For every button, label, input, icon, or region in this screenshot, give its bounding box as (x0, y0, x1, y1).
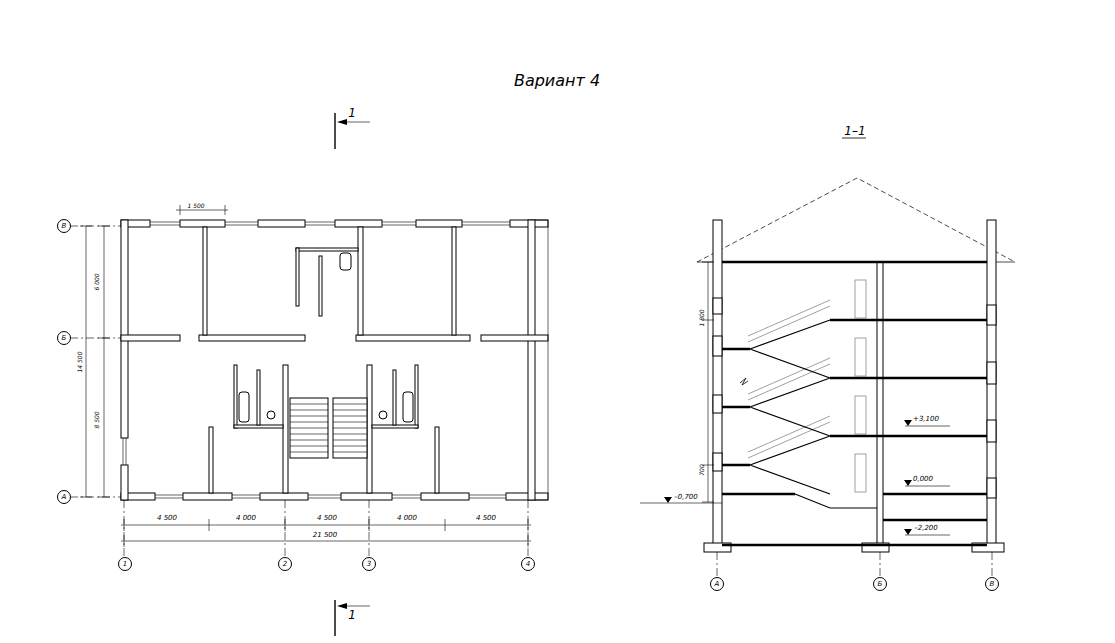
axis-letter: В (62, 223, 67, 230)
dimension: 1 800 (699, 309, 705, 326)
axis-letter: А (715, 581, 720, 588)
axis-letter: 3 (367, 561, 371, 568)
section-title: 1–1 (844, 125, 865, 137)
axis-bubble: Б (57, 331, 71, 345)
section-mark: 1 (348, 609, 356, 621)
axis-letter: 1 (123, 561, 127, 568)
dimension: 8 500 (94, 411, 100, 428)
axis-bubble: Б (873, 577, 887, 591)
level-mark: +3,100 (913, 416, 939, 423)
axis-letter: Б (62, 335, 67, 342)
dimension: 14 500 (77, 352, 83, 373)
dimension: 4 500 (157, 515, 177, 522)
dimension: 1 500 (187, 203, 204, 209)
level-mark: –0,700 (674, 494, 698, 501)
dimension: 6 000 (94, 273, 100, 290)
axis-bubble: В (985, 577, 999, 591)
dimension: 4 000 (397, 515, 417, 522)
section-mark: 1 (348, 107, 356, 119)
axis-letter: Б (878, 581, 883, 588)
level-mark: 0,000 (913, 476, 933, 483)
dimension: 4 000 (236, 515, 256, 522)
dimension: 700 (699, 464, 705, 475)
axis-letter: В (990, 581, 995, 588)
axis-bubble: А (710, 577, 724, 591)
dimension: 4 500 (476, 515, 496, 522)
sheet-title: Вариант 4 (514, 73, 600, 89)
axis-letter: А (62, 494, 67, 501)
axis-letter: 2 (283, 561, 287, 568)
dimension: 4 500 (317, 515, 337, 522)
axis-bubble: 3 (362, 557, 376, 571)
level-mark: –2,200 (914, 525, 938, 532)
axis-bubble: В (57, 219, 71, 233)
axis-bubble: 4 (521, 557, 535, 571)
axis-bubble: 2 (278, 557, 292, 571)
axis-bubble: А (57, 490, 71, 504)
axis-bubble: 1 (118, 557, 132, 571)
dimension: 21 500 (313, 532, 338, 539)
axis-letter: 4 (526, 561, 530, 568)
